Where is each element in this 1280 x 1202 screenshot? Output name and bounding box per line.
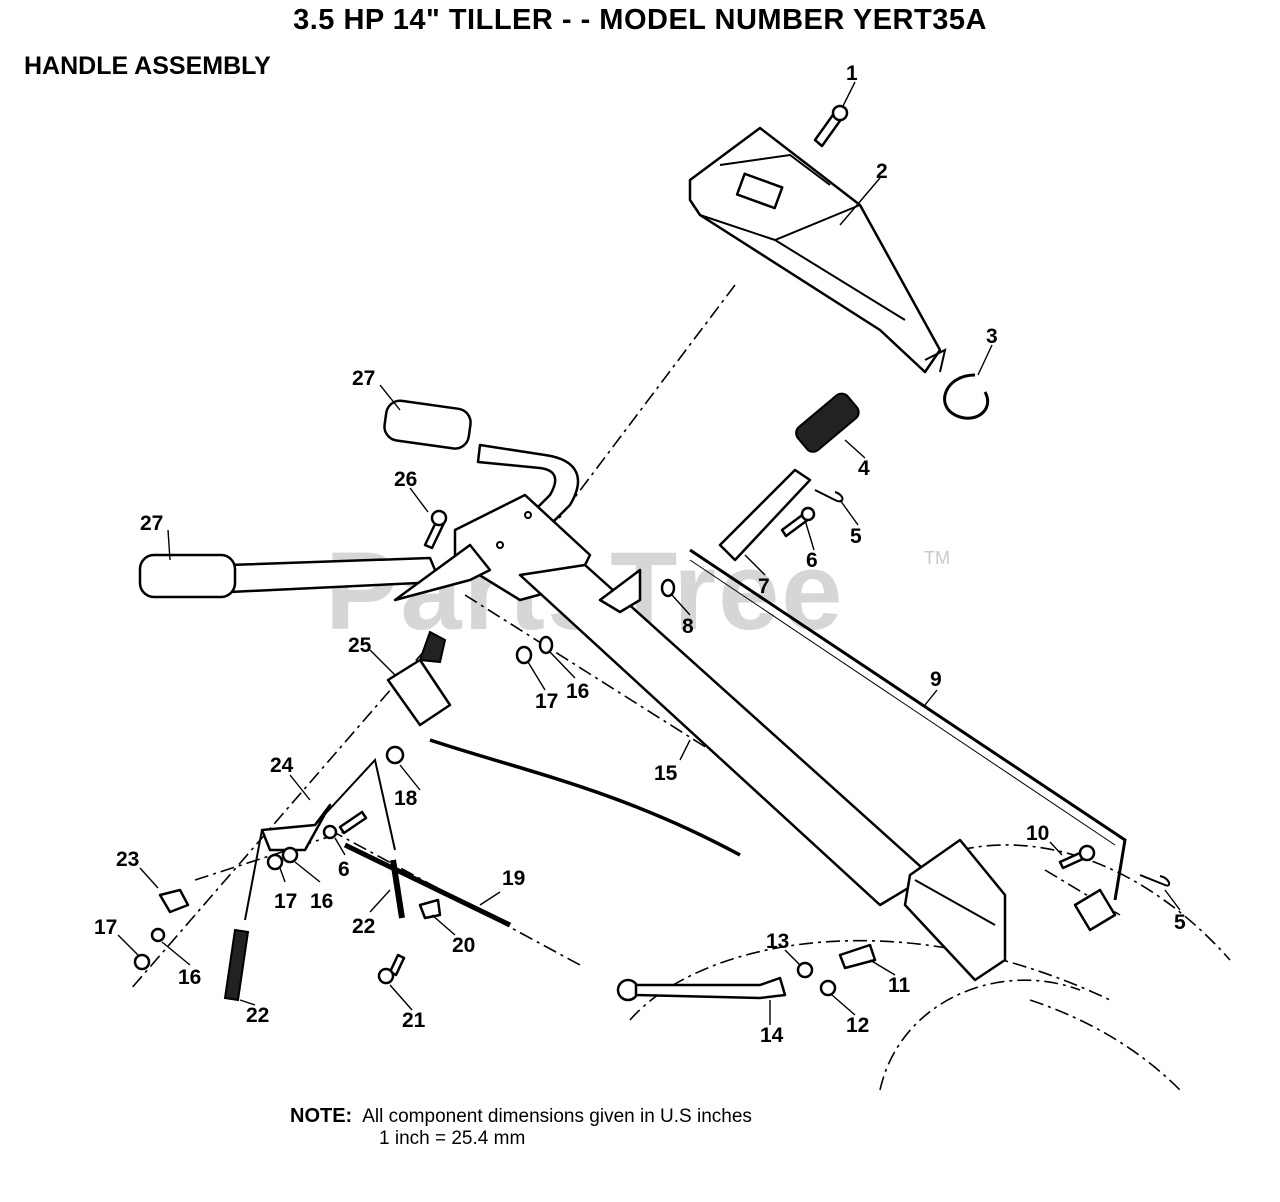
callout-25: 25 <box>348 634 372 657</box>
washer-part-16-upper <box>538 635 554 655</box>
callout-5-lower: 5 <box>1174 911 1186 934</box>
tine-arc-3 <box>879 979 1081 1091</box>
callout-4: 4 <box>858 457 870 480</box>
throttle-control-part-25 <box>386 630 452 727</box>
callout-16-upper: 16 <box>566 680 589 703</box>
tine-arc-4 <box>1029 999 1181 1091</box>
bracket-part-24 <box>244 757 396 921</box>
nut-part-12 <box>819 979 837 997</box>
section-title: HANDLE ASSEMBLY <box>24 52 271 80</box>
callout-7: 7 <box>758 575 770 598</box>
spring-part-22-left <box>223 928 250 1002</box>
centerline-left <box>129 649 426 991</box>
bolt-part-11 <box>838 943 877 970</box>
bolt-part-21 <box>377 953 406 985</box>
callout-27-top: 27 <box>352 367 375 390</box>
callout-11: 11 <box>888 974 911 997</box>
spring-part-19 <box>343 842 512 928</box>
note-label: NOTE: <box>290 1105 353 1127</box>
callout-21: 21 <box>402 1009 426 1032</box>
tine-arc-2 <box>959 844 1231 961</box>
bolt-part-10 <box>1058 844 1096 870</box>
clip-part-5-lower <box>1139 874 1171 887</box>
rod-part-9-inner <box>689 559 1116 846</box>
callout-9: 9 <box>930 668 942 691</box>
handle-bar-lower <box>138 553 442 599</box>
bolt-part-6-upper <box>780 506 816 538</box>
rod-bracket <box>1073 888 1117 932</box>
callout-12: 12 <box>846 1014 869 1037</box>
callout-3: 3 <box>986 325 998 348</box>
page-title: 3.5 HP 14" TILLER - - MODEL NUMBER YERT3… <box>293 4 987 36</box>
callout-26: 26 <box>394 468 417 491</box>
cover-part-2 <box>688 126 947 374</box>
dimension-note: NOTE: All component dimensions given in U… <box>290 1105 752 1150</box>
rod-part-9 <box>689 548 1127 901</box>
callout-16-mid: 16 <box>310 890 333 913</box>
callout-24: 24 <box>270 754 294 777</box>
clip-part-23 <box>158 888 190 914</box>
lever-part-7 <box>718 392 860 562</box>
callout-2: 2 <box>876 160 888 183</box>
callout-10: 10 <box>1026 822 1049 845</box>
screw-part-1 <box>813 104 849 148</box>
washer-part-13 <box>796 961 814 979</box>
callout-18: 18 <box>394 787 418 810</box>
nut-part-17-low <box>133 953 151 971</box>
nut-part-17-upper <box>515 645 533 665</box>
callout-15: 15 <box>654 762 678 785</box>
spring-part-22-right <box>390 859 405 919</box>
clip-part-20 <box>418 898 442 920</box>
callout-1: 1 <box>846 62 858 85</box>
callout-22-left: 22 <box>246 1004 269 1027</box>
washer-part-8 <box>660 578 676 598</box>
washer-part-16-mid <box>281 846 299 864</box>
bolt-part-26 <box>423 509 448 550</box>
clip-part-5-upper <box>814 489 844 503</box>
washer-part-16-low <box>150 927 166 943</box>
callout-16-low: 16 <box>178 966 201 989</box>
callout-27-lower: 27 <box>140 512 163 535</box>
nut-part-17-mid <box>266 853 284 871</box>
ring-part-3 <box>943 373 990 420</box>
callout-5-upper: 5 <box>850 525 862 548</box>
callout-19: 19 <box>502 867 525 890</box>
callout-22-right: 22 <box>352 915 375 938</box>
callout-labels: 1 2 3 27 4 26 5 27 6 7 8 25 17 16 9 15 2… <box>94 62 1186 1047</box>
throttle-cable <box>429 738 741 857</box>
callout-20: 20 <box>452 934 475 957</box>
callout-23: 23 <box>116 848 139 871</box>
handle-bar-upper <box>383 399 580 537</box>
note-line-1: All component dimensions given in U.S in… <box>362 1106 752 1127</box>
watermark-tm: TM <box>924 548 950 568</box>
note-line-2: 1 inch = 25.4 mm <box>379 1128 526 1149</box>
lever-part-14 <box>616 976 787 1002</box>
callout-17-mid: 17 <box>274 890 297 913</box>
nut-part-18 <box>385 745 405 765</box>
handle-tube-part-15 <box>518 563 1007 982</box>
callout-6-lower: 6 <box>338 858 350 881</box>
callout-13: 13 <box>766 930 789 953</box>
leader-lines <box>117 81 1181 1025</box>
callout-8: 8 <box>682 615 694 638</box>
centerline-15 <box>464 594 901 871</box>
callout-17-low: 17 <box>94 916 117 939</box>
callout-14: 14 <box>760 1024 784 1047</box>
callout-17-upper: 17 <box>535 690 558 713</box>
callout-6-upper: 6 <box>806 549 818 572</box>
bolt-part-6-lower <box>322 810 368 840</box>
